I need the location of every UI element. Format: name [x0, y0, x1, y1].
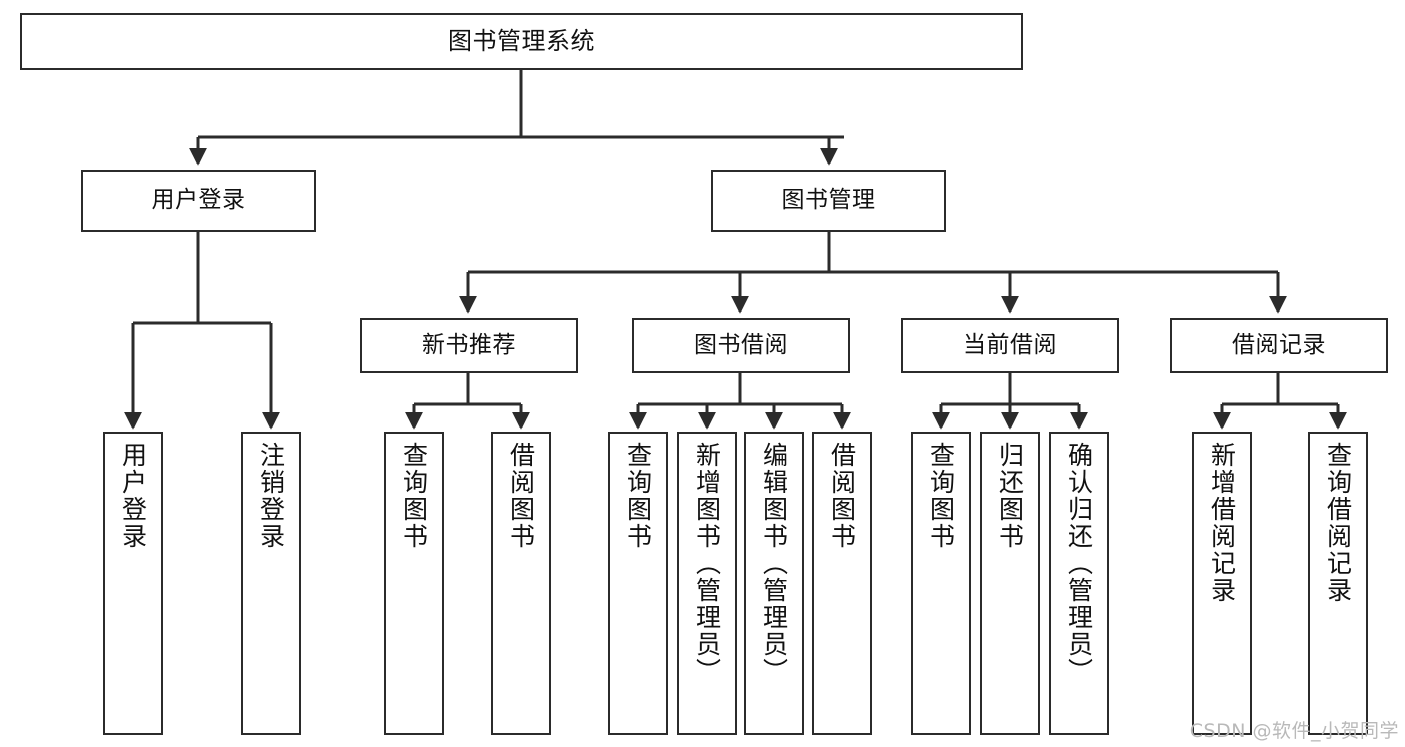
- node-book-borrow[interactable]: 图书借阅: [632, 318, 850, 373]
- node-label: 查询图书: [926, 442, 956, 550]
- node-label: 查询借阅记录: [1323, 442, 1353, 604]
- node-label: 查询图书: [399, 442, 429, 550]
- node-user-login[interactable]: 用户登录: [81, 170, 316, 232]
- node-label: 注销登录: [256, 442, 286, 550]
- node-label: 新书推荐: [422, 331, 516, 358]
- node-label: 借阅图书: [827, 442, 857, 550]
- node-label: 借阅记录: [1232, 331, 1326, 358]
- node-label: 用户登录: [118, 442, 148, 550]
- leaf-borrow-record-add[interactable]: 新增借阅记录: [1192, 432, 1252, 735]
- node-label: 归还图书: [995, 442, 1025, 550]
- leaf-borrow-record-query[interactable]: 查询借阅记录: [1308, 432, 1368, 735]
- node-current-borrow[interactable]: 当前借阅: [901, 318, 1119, 373]
- leaf-book-borrow-add[interactable]: 新增图书（管理员）: [677, 432, 737, 735]
- watermark-text: CSDN @软件_小贺同学: [1189, 720, 1399, 742]
- node-borrow-record[interactable]: 借阅记录: [1170, 318, 1388, 373]
- node-label: 图书管理系统: [448, 27, 595, 56]
- node-book-manage[interactable]: 图书管理: [711, 170, 946, 232]
- leaf-book-borrow-borrow[interactable]: 借阅图书: [812, 432, 872, 735]
- node-label: 用户登录: [151, 187, 246, 214]
- leaf-current-borrow-return[interactable]: 归还图书: [980, 432, 1040, 735]
- leaf-new-book-borrow[interactable]: 借阅图书: [491, 432, 551, 735]
- leaf-new-book-query[interactable]: 查询图书: [384, 432, 444, 735]
- leaf-user-login-login[interactable]: 用户登录: [103, 432, 163, 735]
- node-label: 图书管理: [781, 187, 876, 214]
- leaf-current-borrow-confirm[interactable]: 确认归还（管理员）: [1049, 432, 1109, 735]
- node-label: 新增借阅记录: [1207, 442, 1237, 604]
- leaf-book-borrow-query[interactable]: 查询图书: [608, 432, 668, 735]
- leaf-current-borrow-query[interactable]: 查询图书: [911, 432, 971, 735]
- node-label: 借阅图书: [506, 442, 536, 550]
- leaf-book-borrow-edit[interactable]: 编辑图书（管理员）: [744, 432, 804, 735]
- node-label: 确认归还（管理员）: [1064, 442, 1094, 685]
- node-label: 查询图书: [623, 442, 653, 550]
- node-label: 图书借阅: [694, 331, 788, 358]
- node-root-system[interactable]: 图书管理系统: [20, 13, 1023, 70]
- node-label: 编辑图书（管理员）: [759, 442, 789, 685]
- leaf-user-login-logout[interactable]: 注销登录: [241, 432, 301, 735]
- node-new-book-recommend[interactable]: 新书推荐: [360, 318, 578, 373]
- node-label: 新增图书（管理员）: [692, 442, 722, 685]
- node-label: 当前借阅: [963, 331, 1057, 358]
